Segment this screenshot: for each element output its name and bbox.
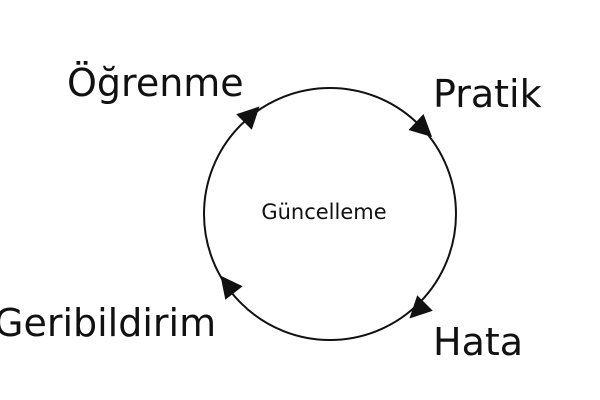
stage-label-learn: Öğrenme: [67, 61, 244, 105]
cycle-circle: [203, 87, 457, 341]
arrow-to-practice-icon: [408, 113, 433, 138]
arrow-to-feedback-icon: [220, 275, 243, 300]
stage-label-error: Hata: [433, 320, 524, 364]
arrow-to-error-icon: [409, 295, 433, 319]
center-label: Güncelleme: [261, 200, 387, 224]
stage-label-practice: Pratik: [433, 72, 542, 116]
stage-label-feedback: Geribildirim: [0, 301, 217, 345]
